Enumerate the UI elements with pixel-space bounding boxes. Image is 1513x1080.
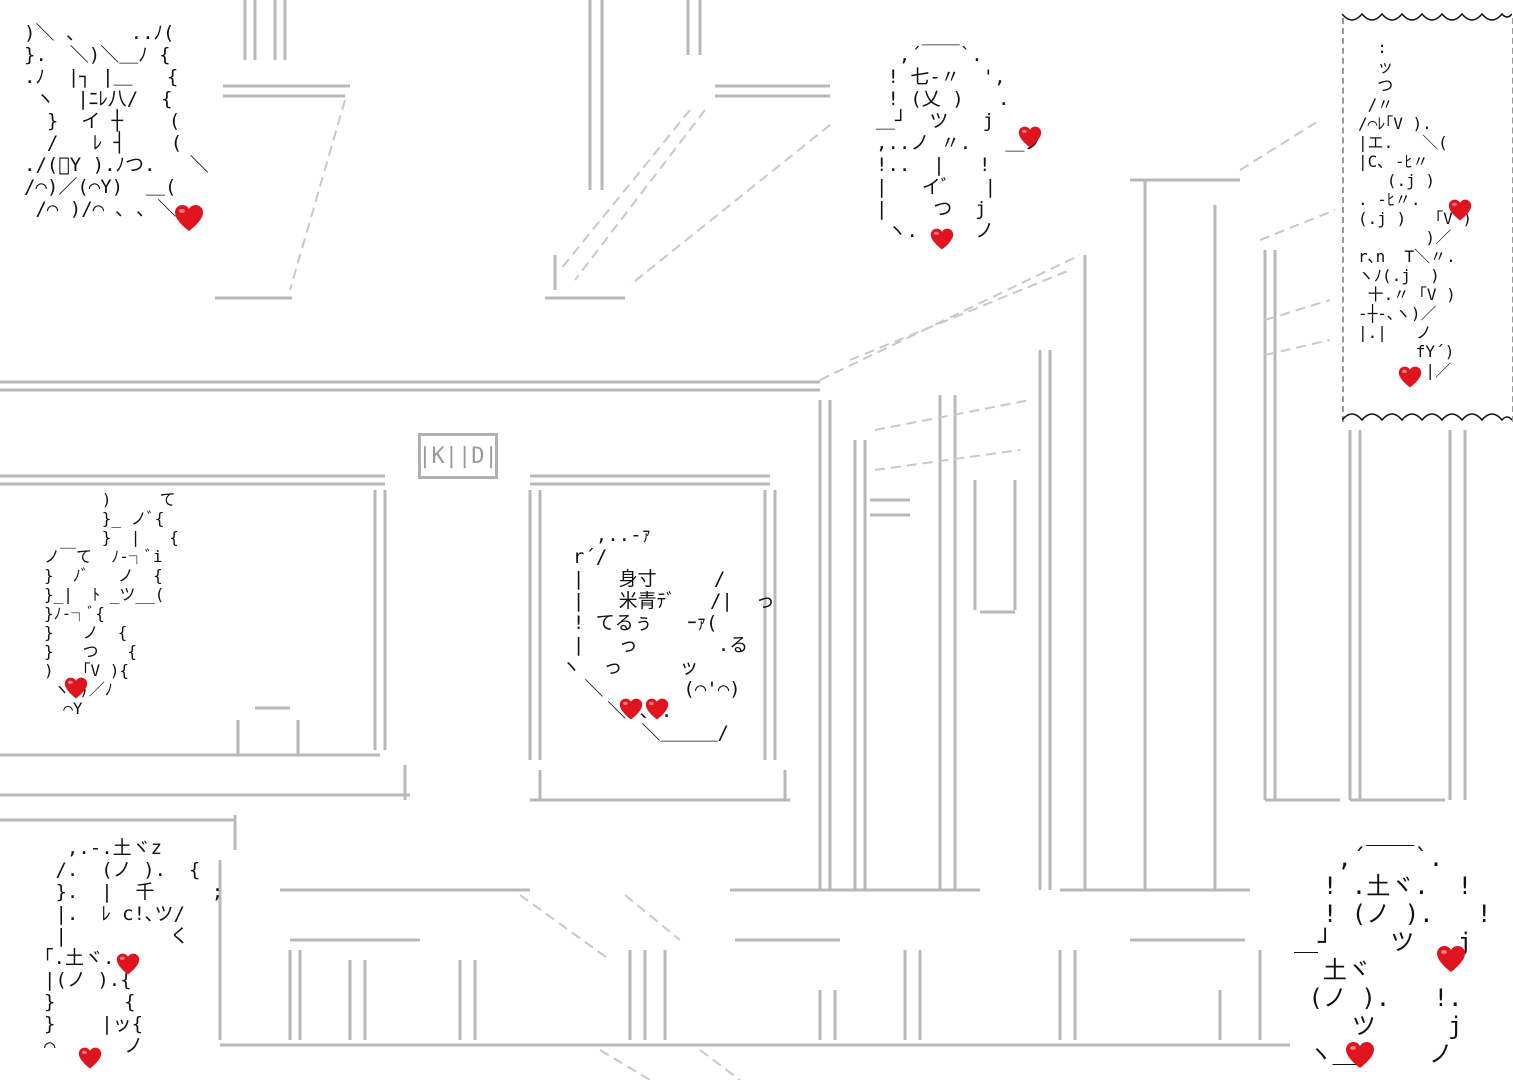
character-panel-center: ,..-ｧ r´/ | 身寸 / | 米青ﾃﾞ /| っ ! てるぅ ｰｧ( |… bbox=[548, 520, 775, 768]
chimney-left bbox=[215, 0, 350, 300]
heart-icon bbox=[173, 203, 205, 233]
heart-icon bbox=[929, 227, 955, 251]
character-panel-bottom-right: ,´￣￣`. ! .土ヾ. ! ! (ノ ). ! ＿┘ ツ j 土ヾ (ノ )… bbox=[1290, 840, 1505, 1078]
sign-text: |K||D| bbox=[418, 443, 498, 469]
heart-icon bbox=[1017, 125, 1043, 149]
heart-icon bbox=[618, 697, 644, 721]
floor-structure bbox=[0, 815, 1290, 1080]
character-panel-mid-left: ) て }_ ノﾞ{ } | { ノ￣て ﾉ-┐ﾞi } ﾉﾞ ノ { }_| … bbox=[40, 488, 195, 743]
kid-signboard: |K||D| bbox=[418, 433, 498, 479]
left-window-frame bbox=[0, 474, 410, 800]
heart-icon bbox=[77, 1046, 103, 1070]
heart-icon bbox=[644, 697, 670, 721]
heart-icon bbox=[1344, 1040, 1376, 1070]
center-building bbox=[818, 350, 1052, 890]
center-window-frame bbox=[528, 474, 790, 802]
heart-icon bbox=[1447, 198, 1473, 222]
roof-beam bbox=[0, 254, 1081, 392]
heart-icon bbox=[115, 952, 141, 976]
scroll-frame-top-right: : ッ つ /〃 /⌒ﾚ｢V ). |エ. ＼( |C､ -ﾋ〃 (.j ) .… bbox=[1342, 18, 1513, 422]
character-panel-top-left: )＼ 、 ..ﾉ( }. ＼)＼＿ﾉ { .ﾉ |┐ |＿ { ヽ |ﾆﾚ八/ … bbox=[18, 18, 223, 290]
ascii-art-bottom-right: ,´￣￣`. ! .土ヾ. ! ! (ノ ). ! ＿┘ ツ j 土ヾ (ノ )… bbox=[1294, 844, 1492, 1068]
heart-icon bbox=[1397, 365, 1423, 389]
right-building bbox=[1083, 119, 1467, 890]
heart-icon bbox=[1435, 944, 1467, 974]
ascii-art-top-left: )＼ 、 ..ﾉ( }. ＼)＼＿ﾉ { .ﾉ |┐ |＿ { ヽ |ﾆﾚ八/ … bbox=[24, 22, 209, 220]
heart-icon bbox=[63, 676, 89, 700]
ascii-art-top-center: ,´￣￣`. ! 七-〃 ', ! (乂 ) . ＿┘ ツ j ,..ノ 〃. … bbox=[876, 44, 1044, 242]
scroll-top-edge bbox=[1342, 12, 1512, 21]
scroll-bottom-edge bbox=[1342, 413, 1512, 422]
ascii-art-top-right: : ッ つ /〃 /⌒ﾚ｢V ). |エ. ＼( |C､ -ﾋ〃 (.j ) .… bbox=[1358, 38, 1472, 380]
ascii-art-bottom-left: ,.-.土ヾz /. (ノ ). { }. | 千 ; |. ﾚ c!､ツ/ |… bbox=[44, 837, 224, 1057]
ascii-art-mid-left: ) て }_ ノﾞ{ } | { ノ￣て ﾉ-┐ﾞi } ﾉﾞ ノ { }_| … bbox=[44, 490, 179, 718]
character-panel-top-center: ,´￣￣`. ! 七-〃 ', ! (乂 ) . ＿┘ ツ j ,..ノ 〃. … bbox=[870, 38, 1085, 253]
chimney-center bbox=[545, 0, 831, 300]
